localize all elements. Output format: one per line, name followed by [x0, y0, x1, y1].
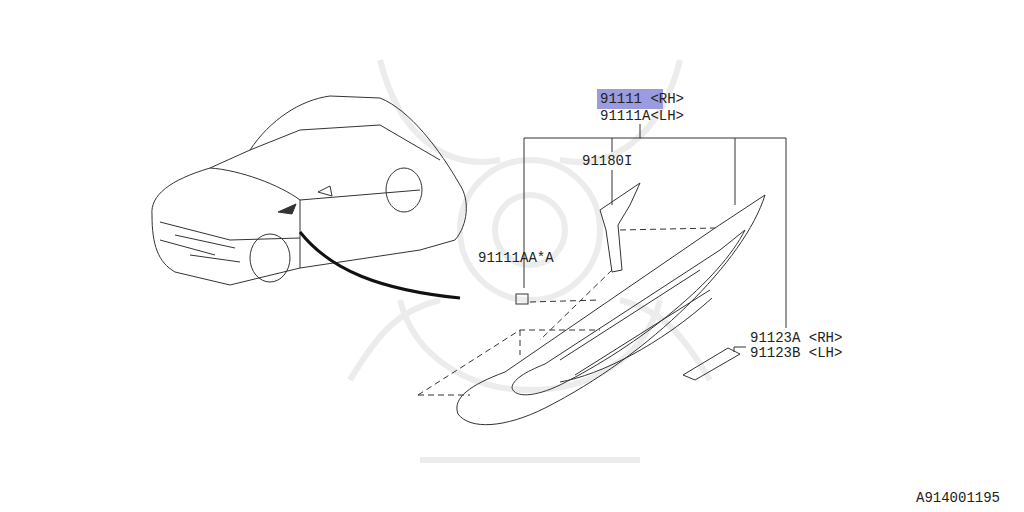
- part-number: 91123B <LH>: [750, 345, 842, 361]
- clip-part: [516, 294, 528, 304]
- part-number: 91111AA*A: [478, 250, 554, 266]
- watermark-emblem: [350, 60, 710, 460]
- tape-part: [683, 348, 740, 380]
- grille-part: [457, 195, 765, 425]
- leader-lines: [524, 124, 786, 352]
- figure-code: A914001195: [916, 490, 1000, 506]
- seal-part: [600, 183, 640, 272]
- part-number: 91111 <RH>: [600, 91, 684, 107]
- part-number: 91180I: [582, 153, 632, 169]
- pointer-line: [300, 232, 460, 298]
- car-drawing: [152, 96, 466, 285]
- part-number: 91111A<LH>: [600, 108, 684, 124]
- dashed-guides: [418, 228, 715, 395]
- part-number: 91123A <RH>: [750, 330, 842, 346]
